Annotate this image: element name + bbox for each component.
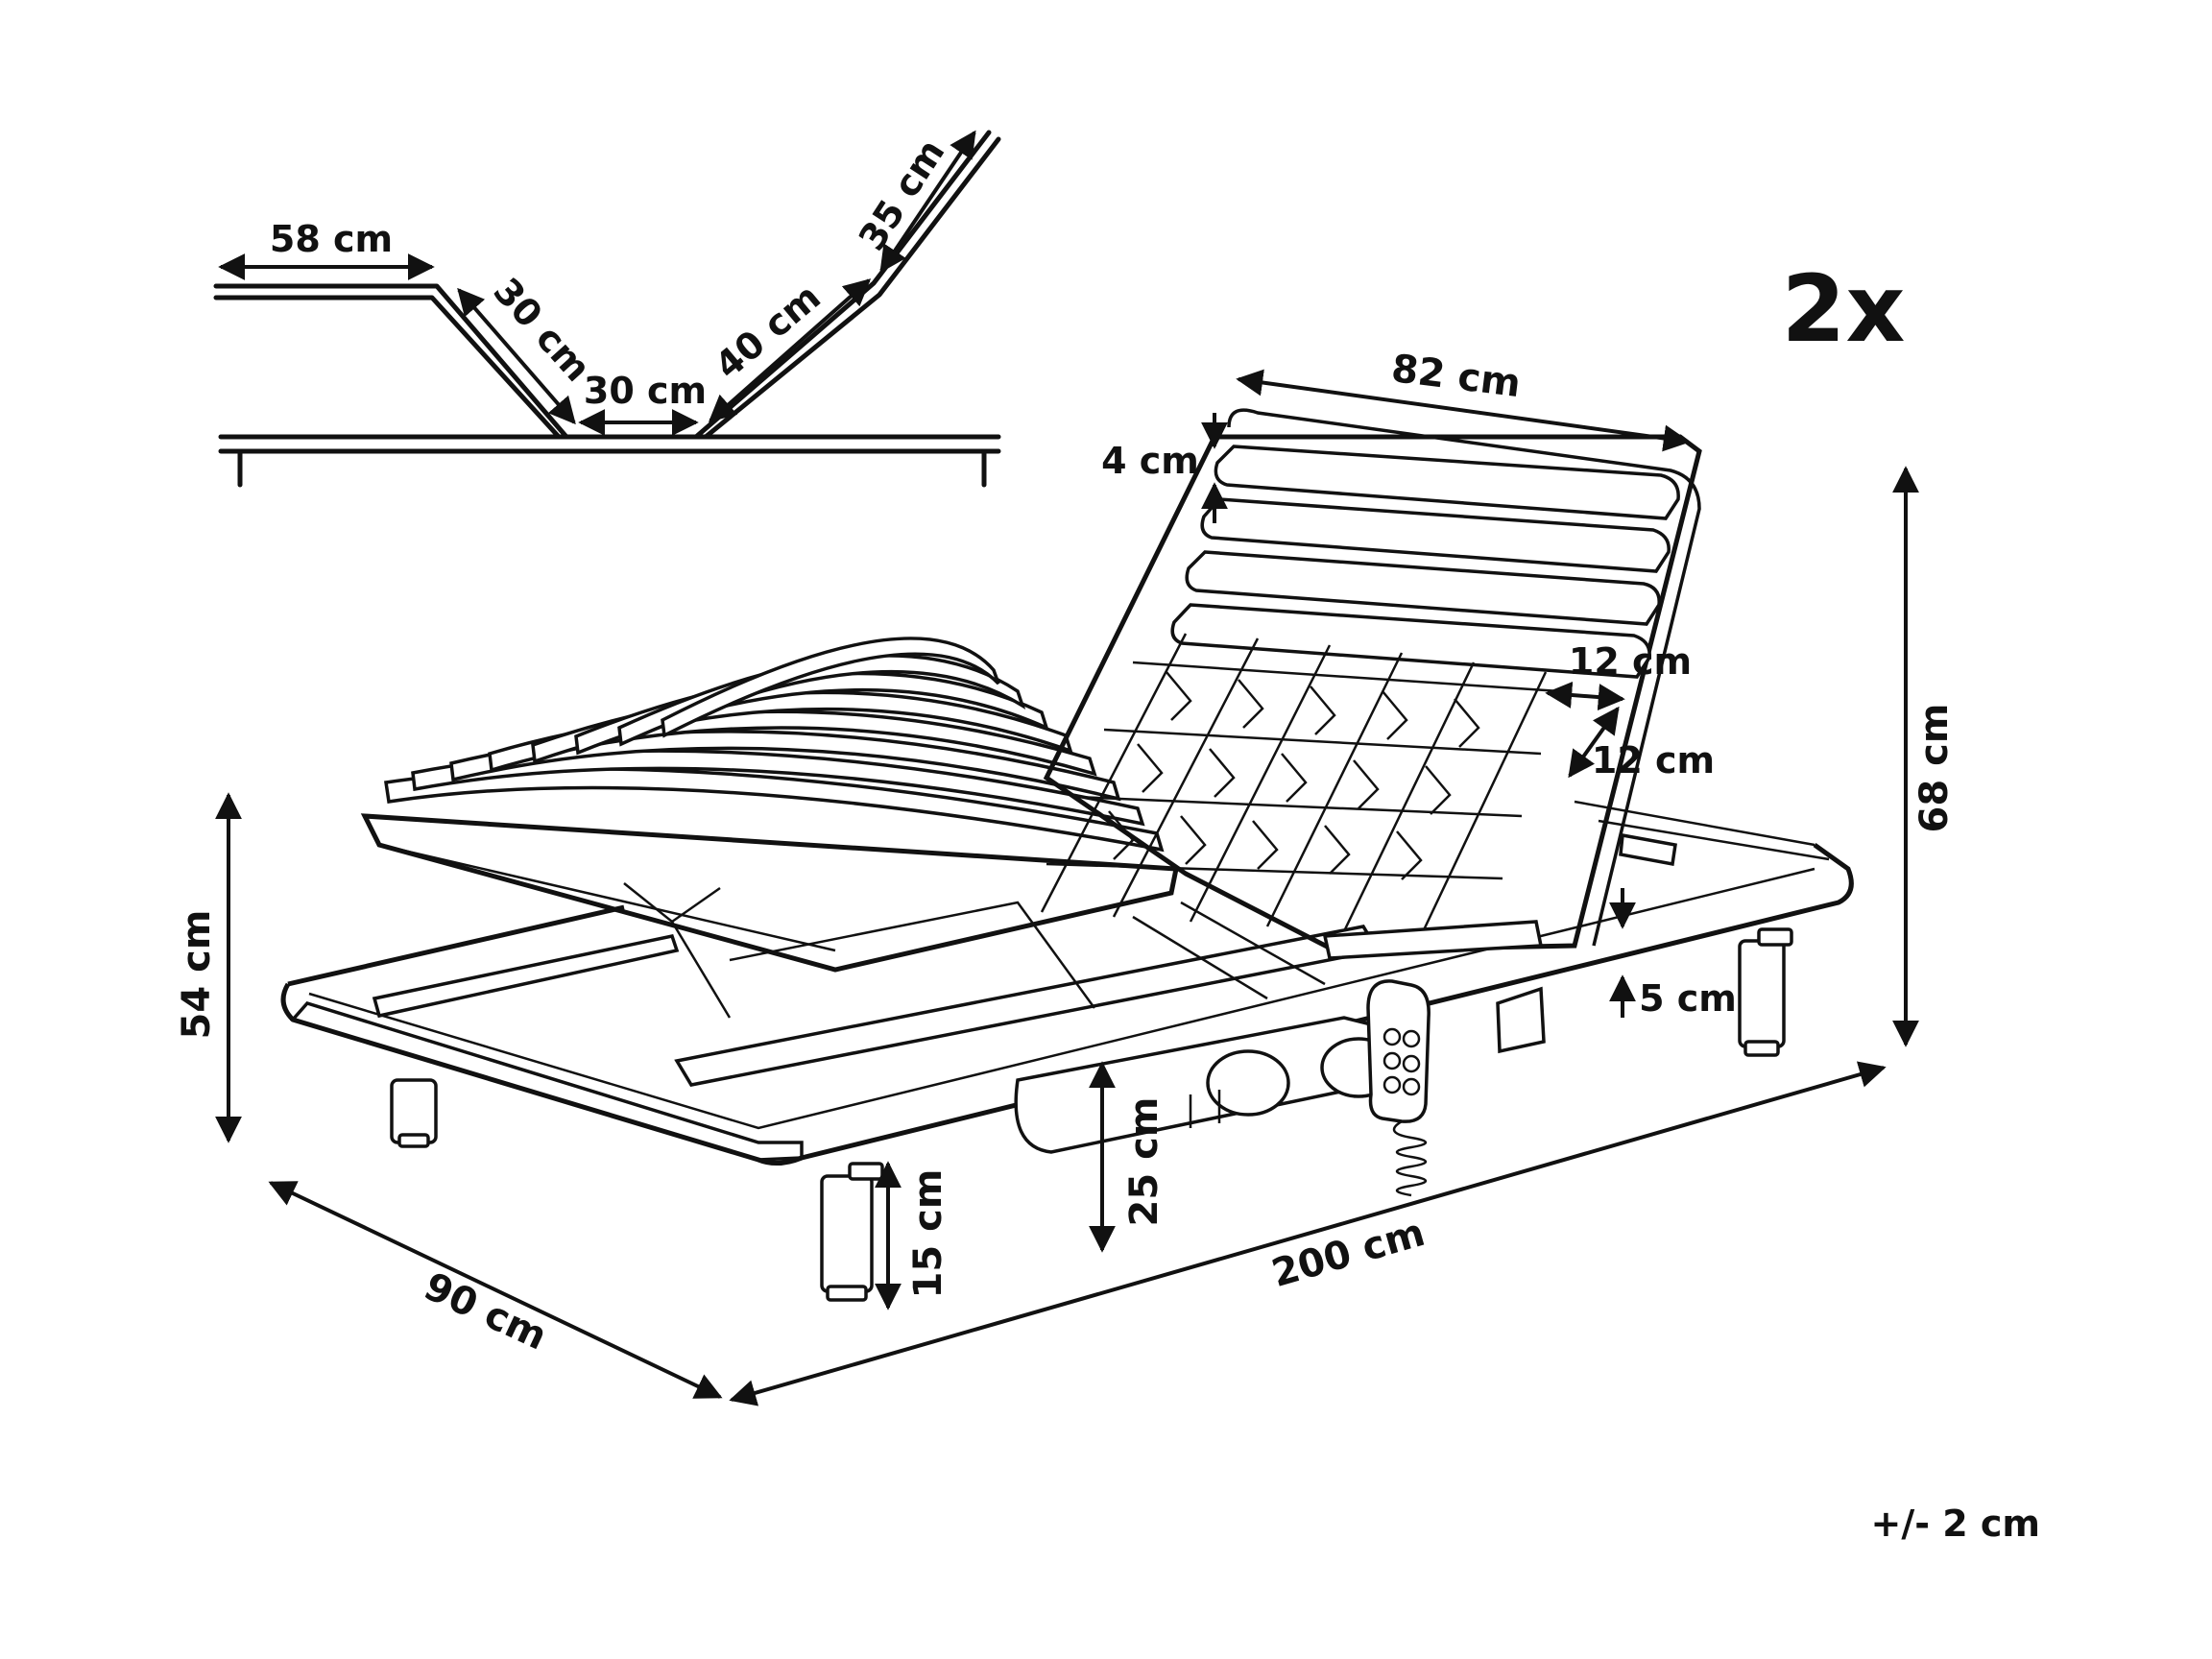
profile-label-58: 58 cm: [270, 218, 393, 260]
label-cell-width: 12 cm: [1569, 640, 1692, 683]
label-motor-clearance: 25 cm: [1122, 1097, 1166, 1227]
head-section: [1040, 408, 1702, 960]
remote-control: [1366, 979, 1431, 1197]
label-side-height: 54 cm: [175, 910, 219, 1040]
label-head-width: 82 cm: [1389, 347, 1524, 406]
leg-section-slats: [384, 637, 1165, 853]
profile-diagram: 58 cm 30 cm 30 cm 40 cm 35 cm: [213, 130, 1001, 488]
label-frame-height: 5 cm: [1639, 977, 1737, 1020]
label-slat-thickness: 4 cm: [1101, 440, 1199, 482]
label-cell-height: 12 cm: [1592, 739, 1715, 781]
label-width: 90 cm: [418, 1264, 554, 1359]
profile-label-30b: 30 cm: [584, 370, 707, 412]
bed-dimensions: 82 cm 4 cm 12 cm 12 cm 68 cm 54 cm 5 cm …: [175, 347, 1957, 1407]
flex-cells: [1040, 633, 1561, 937]
tolerance-note: +/- 2 cm: [1870, 1503, 2040, 1545]
label-total-height: 68 cm: [1912, 704, 1957, 833]
quantity-badge: 2x: [1782, 255, 1906, 363]
label-leg-height: 15 cm: [906, 1169, 950, 1299]
head-slats: [1170, 445, 1680, 679]
motor-unit: [1014, 1016, 1397, 1154]
bed-illustration: [280, 408, 1854, 1302]
